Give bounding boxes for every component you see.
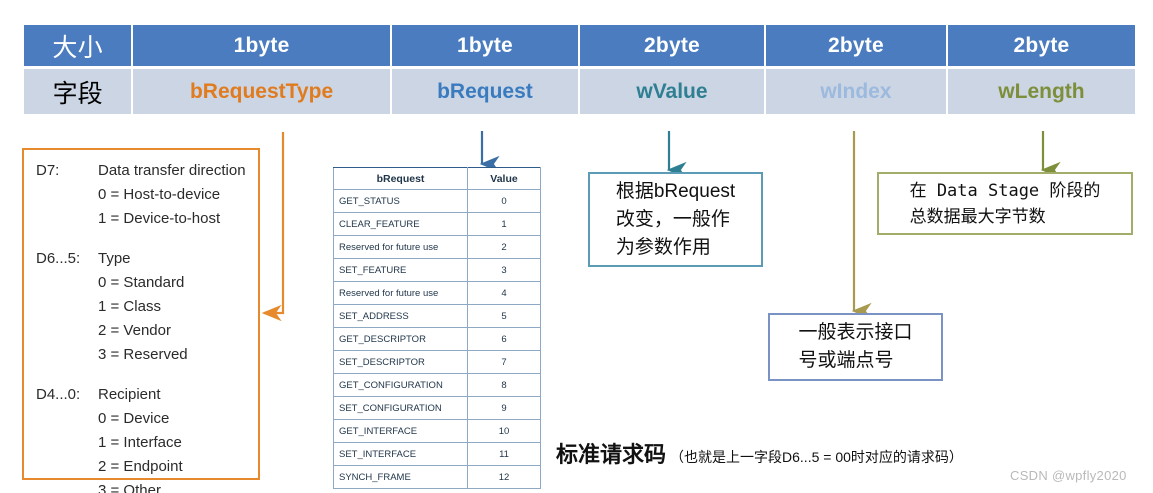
cell-request-name: GET_INTERFACE bbox=[333, 419, 468, 443]
cell-request-name: GET_DESCRIPTOR bbox=[333, 327, 468, 351]
cell-request-name: SET_DESCRIPTOR bbox=[333, 350, 468, 374]
bitfield-line: 3 = Other bbox=[98, 482, 161, 493]
bitfield-line: Type bbox=[98, 250, 131, 267]
bitfield-group-d7: D7: Data transfer direction 0 = Host-to-d… bbox=[36, 159, 258, 231]
bitfield-line: 1 = Class bbox=[98, 298, 161, 315]
cell-request-value: 6 bbox=[467, 327, 541, 351]
bitfield-label-d7: D7: bbox=[36, 162, 60, 179]
cell-request-value: 12 bbox=[467, 465, 541, 489]
usb-setup-packet-structure-table: 大小 1byte 1byte 2byte 2byte 2byte 字段 bReq… bbox=[22, 22, 1137, 117]
column-header-brequest: bRequest bbox=[333, 167, 468, 190]
callout-wlength: 在 Data Stage 阶段的 总数据最大字节数 bbox=[877, 172, 1133, 235]
cell-request-value: 1 bbox=[467, 212, 541, 236]
bitfield-label-d6-5: D6...5: bbox=[36, 250, 81, 267]
table-row-field: 字段 bRequestType bRequest wValue wIndex w… bbox=[24, 69, 1135, 114]
caption: 标准请求码 （也就是上一字段D6...5 = 00时对应的请求码） bbox=[556, 437, 963, 469]
table-row-size: 大小 1byte 1byte 2byte 2byte 2byte bbox=[24, 25, 1135, 66]
callout-wvalue: 根据bRequest 改变，一般作 为参数作用 bbox=[588, 172, 763, 267]
size-cell-wvalue: 2byte bbox=[579, 25, 764, 66]
bitfield-line: Recipient bbox=[98, 386, 161, 403]
size-cell-brequest: 1byte bbox=[391, 25, 578, 66]
size-cell-brequesttype: 1byte bbox=[133, 25, 390, 66]
caption-sub: （也就是上一字段D6...5 = 00时对应的请求码） bbox=[670, 449, 963, 465]
brequesttype-bitfield-box: D7: Data transfer direction 0 = Host-to-d… bbox=[22, 148, 260, 493]
cell-request-value: 0 bbox=[467, 189, 541, 213]
bitfield-line: 3 = Reserved bbox=[98, 346, 188, 363]
callout-wvalue-text: 根据bRequest 改变，一般作 为参数作用 bbox=[615, 180, 736, 258]
cell-request-value: 2 bbox=[467, 235, 541, 259]
bitfield-lines-d6-5: Type 0 = Standard 1 = Class 2 = Vendor 3 = R… bbox=[98, 247, 188, 367]
cell-request-value: 8 bbox=[467, 373, 541, 397]
cell-request-name: GET_CONFIGURATION bbox=[333, 373, 468, 397]
field-cell-wlength: wLength bbox=[947, 69, 1135, 114]
cell-request-name: SET_INTERFACE bbox=[333, 442, 468, 466]
callout-windex-text: 一般表示接口 号或端点号 bbox=[798, 322, 913, 371]
cell-request-name: CLEAR_FEATURE bbox=[333, 212, 468, 236]
callout-windex: 一般表示接口 号或端点号 bbox=[768, 313, 943, 381]
row-header-size: 大小 bbox=[24, 25, 132, 66]
cell-request-value: 3 bbox=[467, 258, 541, 282]
cell-request-name: Reserved for future use bbox=[333, 235, 468, 259]
caption-main: 标准请求码 bbox=[556, 442, 667, 467]
cell-request-name: SET_CONFIGURATION bbox=[333, 396, 468, 420]
bitfield-lines-d4-0: Recipient 0 = Device 1 = Interface 2 = Endp… bbox=[98, 383, 217, 493]
size-cell-wlength: 2byte bbox=[947, 25, 1135, 66]
cell-request-value: 10 bbox=[467, 419, 541, 443]
watermark: CSDN @wpfly2020 bbox=[1010, 468, 1127, 483]
bitfield-line: 0 = Host-to-device bbox=[98, 186, 221, 203]
cell-request-name: Reserved for future use bbox=[333, 281, 468, 305]
bitfield-lines-d7: Data transfer direction 0 = Host-to-devic… bbox=[98, 159, 246, 231]
cell-request-name: SET_FEATURE bbox=[333, 258, 468, 282]
bitfield-line: 2 = Vendor bbox=[98, 322, 171, 339]
cell-request-name: GET_STATUS bbox=[333, 189, 468, 213]
callout-wlength-text: 在 Data Stage 阶段的 总数据最大字节数 bbox=[909, 180, 1101, 227]
field-cell-wvalue: wValue bbox=[579, 69, 764, 114]
cell-request-name: SET_ADDRESS bbox=[333, 304, 468, 328]
column-header-value: Value bbox=[467, 167, 541, 190]
spacer bbox=[36, 367, 258, 383]
spacer bbox=[36, 231, 258, 247]
bitfield-group-d4-0: D4...0: Recipient 0 = Device 1 = Interface… bbox=[36, 383, 258, 493]
bitfield-line: 1 = Interface bbox=[98, 434, 182, 451]
cell-request-value: 4 bbox=[467, 281, 541, 305]
field-cell-windex: wIndex bbox=[765, 69, 946, 114]
cell-request-value: 9 bbox=[467, 396, 541, 420]
field-cell-brequesttype: bRequestType bbox=[133, 69, 390, 114]
bitfield-line: Data transfer direction bbox=[98, 162, 246, 179]
cell-request-name: SYNCH_FRAME bbox=[333, 465, 468, 489]
bitfield-line: 0 = Standard bbox=[98, 274, 185, 291]
size-cell-windex: 2byte bbox=[765, 25, 946, 66]
table-header-row: bRequest Value bbox=[333, 167, 541, 190]
bitfield-group-d6-5: D6...5: Type 0 = Standard 1 = Class 2 = Ven… bbox=[36, 247, 258, 367]
row-header-field: 字段 bbox=[24, 69, 132, 114]
bitfield-line: 0 = Device bbox=[98, 410, 170, 427]
cell-request-value: 11 bbox=[467, 442, 541, 466]
cell-request-value: 5 bbox=[467, 304, 541, 328]
arrow-brequesttype bbox=[261, 132, 285, 322]
field-cell-brequest: bRequest bbox=[391, 69, 578, 114]
cell-request-value: 7 bbox=[467, 350, 541, 374]
bitfield-label-d4-0: D4...0: bbox=[36, 386, 81, 403]
bitfield-line: 2 = Endpoint bbox=[98, 458, 183, 475]
bitfield-line: 1 = Device-to-host bbox=[98, 210, 221, 227]
